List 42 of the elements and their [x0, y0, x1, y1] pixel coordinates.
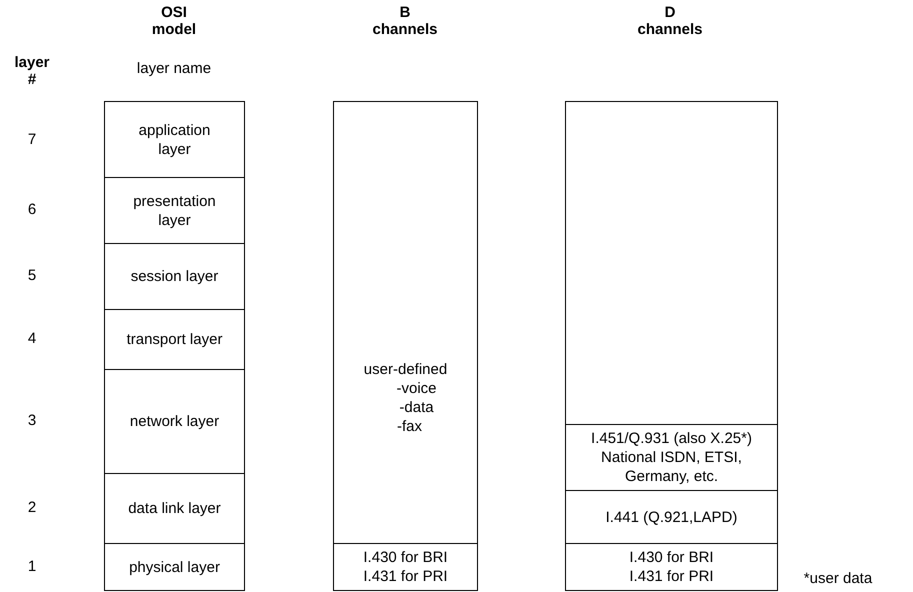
layer-box — [104, 473, 245, 544]
box-text: I.451/Q.931 (also X.25*) — [591, 429, 752, 448]
column-heading: layer # — [13, 54, 51, 88]
protocol-box — [333, 543, 478, 591]
column-heading: layer name — [136, 60, 212, 77]
column-heading: D channels — [636, 4, 704, 38]
layer-number: 3 — [26, 412, 38, 429]
layer-box — [104, 369, 245, 474]
box-text: -data — [398, 398, 434, 416]
box-text: physical layer — [129, 558, 220, 576]
protocol-box — [565, 543, 778, 591]
box-text: I.430 for BRI — [363, 548, 448, 567]
layer-number: 4 — [26, 330, 38, 347]
box-text: I.430 for BRI — [629, 548, 714, 567]
box-text: transport layer — [126, 330, 222, 349]
layer-number: 2 — [26, 499, 38, 516]
layer-number: 1 — [26, 558, 38, 575]
box-text: presentation layer — [132, 192, 217, 230]
layer-box — [104, 543, 245, 591]
box-text: user-defined — [364, 360, 448, 378]
box-text: National ISDN, ETSI, Germany, etc. — [600, 448, 743, 486]
layer-box — [104, 243, 245, 310]
layer-box — [104, 101, 245, 178]
layer-number: 7 — [26, 131, 38, 148]
footnote: *user data — [802, 570, 874, 587]
box-text: I.441 (Q.921,LAPD) — [606, 508, 738, 526]
box-text: I.431 for PRI — [363, 567, 448, 586]
layer-number: 5 — [26, 267, 38, 284]
layer-number: 6 — [26, 201, 38, 218]
protocol-box — [565, 490, 778, 544]
layer-box — [104, 177, 245, 244]
column-heading: OSI model — [150, 4, 198, 38]
layer-box — [104, 309, 245, 370]
box-text: network layer — [130, 412, 220, 431]
box-text: I.431 for PRI — [629, 567, 714, 586]
box-text: session layer — [130, 267, 218, 286]
protocol-box — [565, 424, 778, 491]
box-text: -fax — [396, 416, 422, 436]
column-heading: B channels — [371, 4, 439, 38]
box-text: -voice — [395, 378, 436, 398]
box-text: data link layer — [128, 499, 221, 518]
box-text: application layer — [138, 120, 212, 158]
